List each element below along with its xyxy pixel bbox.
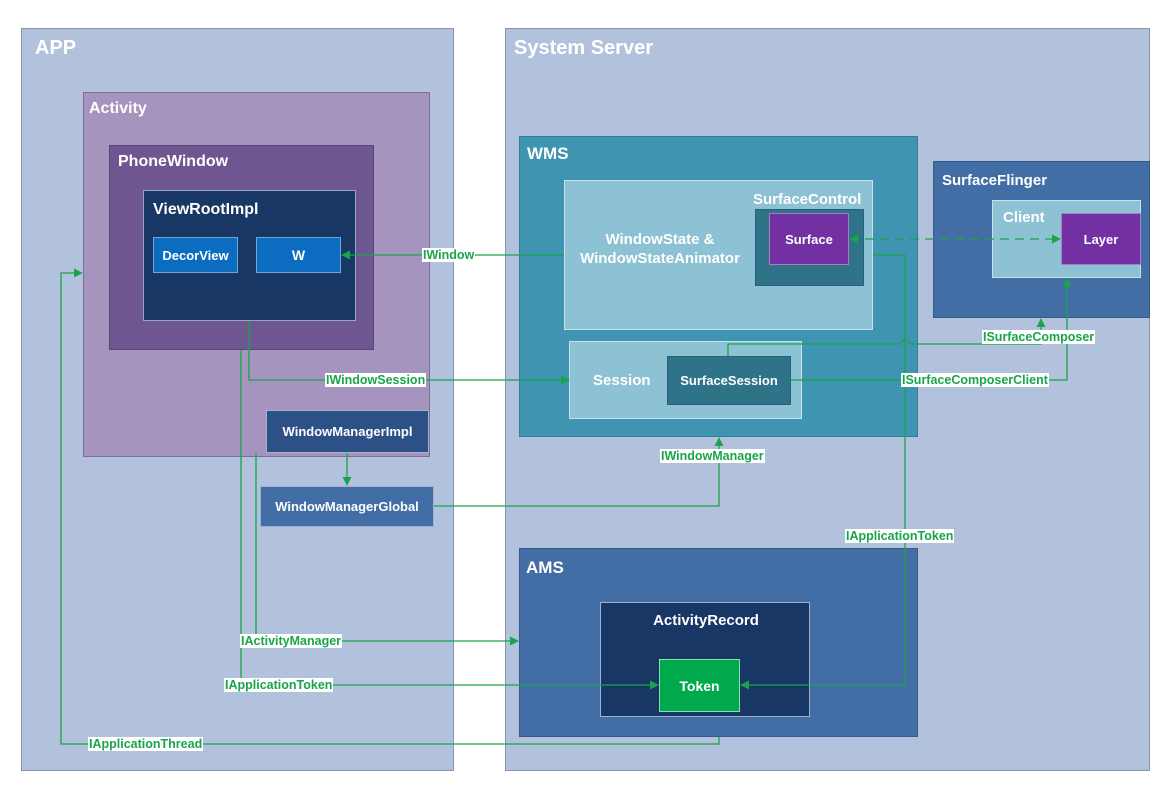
surface-control-title: SurfaceControl [753, 191, 862, 208]
ams-title: AMS [526, 558, 564, 577]
token-label: Token [679, 677, 720, 694]
activity-title: Activity [89, 100, 147, 117]
layer-label: Layer [1083, 231, 1119, 247]
window-manager-impl-box: WindowManagerImpl [266, 410, 429, 453]
phone-window-title: PhoneWindow [118, 153, 229, 170]
iactivity-manager-line [255, 453, 519, 646]
isurface-composer-label: ISurfaceComposer [982, 330, 1096, 344]
decor-view-label: DecorView [162, 247, 229, 263]
iapplication-token-app-label: IApplicationToken [224, 678, 334, 692]
activity-record-title: ActivityRecord [653, 611, 759, 629]
iapplication-thread-label: IApplicationThread [88, 737, 204, 751]
surface-session-label: SurfaceSession [680, 373, 778, 388]
iwindow-session-line [248, 321, 570, 385]
window-manager-global-box: WindowManagerGlobal [260, 486, 434, 527]
surface-flinger-title: SurfaceFlinger [942, 172, 1048, 189]
w-box: W [256, 237, 341, 273]
iwindow-label: IWindow [422, 248, 476, 262]
iapplication-token-server-line [740, 254, 906, 690]
surface-label: Surface [785, 231, 833, 247]
session-title: Session [593, 372, 651, 389]
isurface-composer-client-line [791, 278, 1072, 381]
iactivity-manager-label: IActivityManager [240, 634, 343, 648]
system-server-region-title: System Server [514, 37, 653, 59]
w-label: W [291, 247, 306, 263]
decor-view-box: DecorView [153, 237, 238, 273]
token-box: Token [659, 659, 740, 712]
client-title: Client [1003, 209, 1045, 226]
app-region-title: APP [35, 37, 77, 59]
surface-box: Surface [769, 213, 849, 265]
wms-title: WMS [527, 144, 569, 163]
isurface-composer-client-label: ISurfaceComposerClient [901, 373, 1049, 387]
window-manager-impl-label: WindowManagerImpl [282, 424, 413, 439]
iwindow-session-label: IWindowSession [325, 373, 427, 387]
surface-session-box: SurfaceSession [667, 356, 791, 405]
iapplication-token-server-label: IApplicationToken [845, 529, 955, 543]
layer-box: Layer [1061, 213, 1141, 265]
window-state-label: WindowState & WindowStateAnimator [580, 231, 740, 267]
iapplication-thread-line [60, 268, 720, 745]
view-root-impl-title: ViewRootImpl [153, 201, 259, 218]
iwindow-manager-label: IWindowManager [660, 449, 765, 463]
window-manager-global-label: WindowManagerGlobal [275, 499, 419, 514]
